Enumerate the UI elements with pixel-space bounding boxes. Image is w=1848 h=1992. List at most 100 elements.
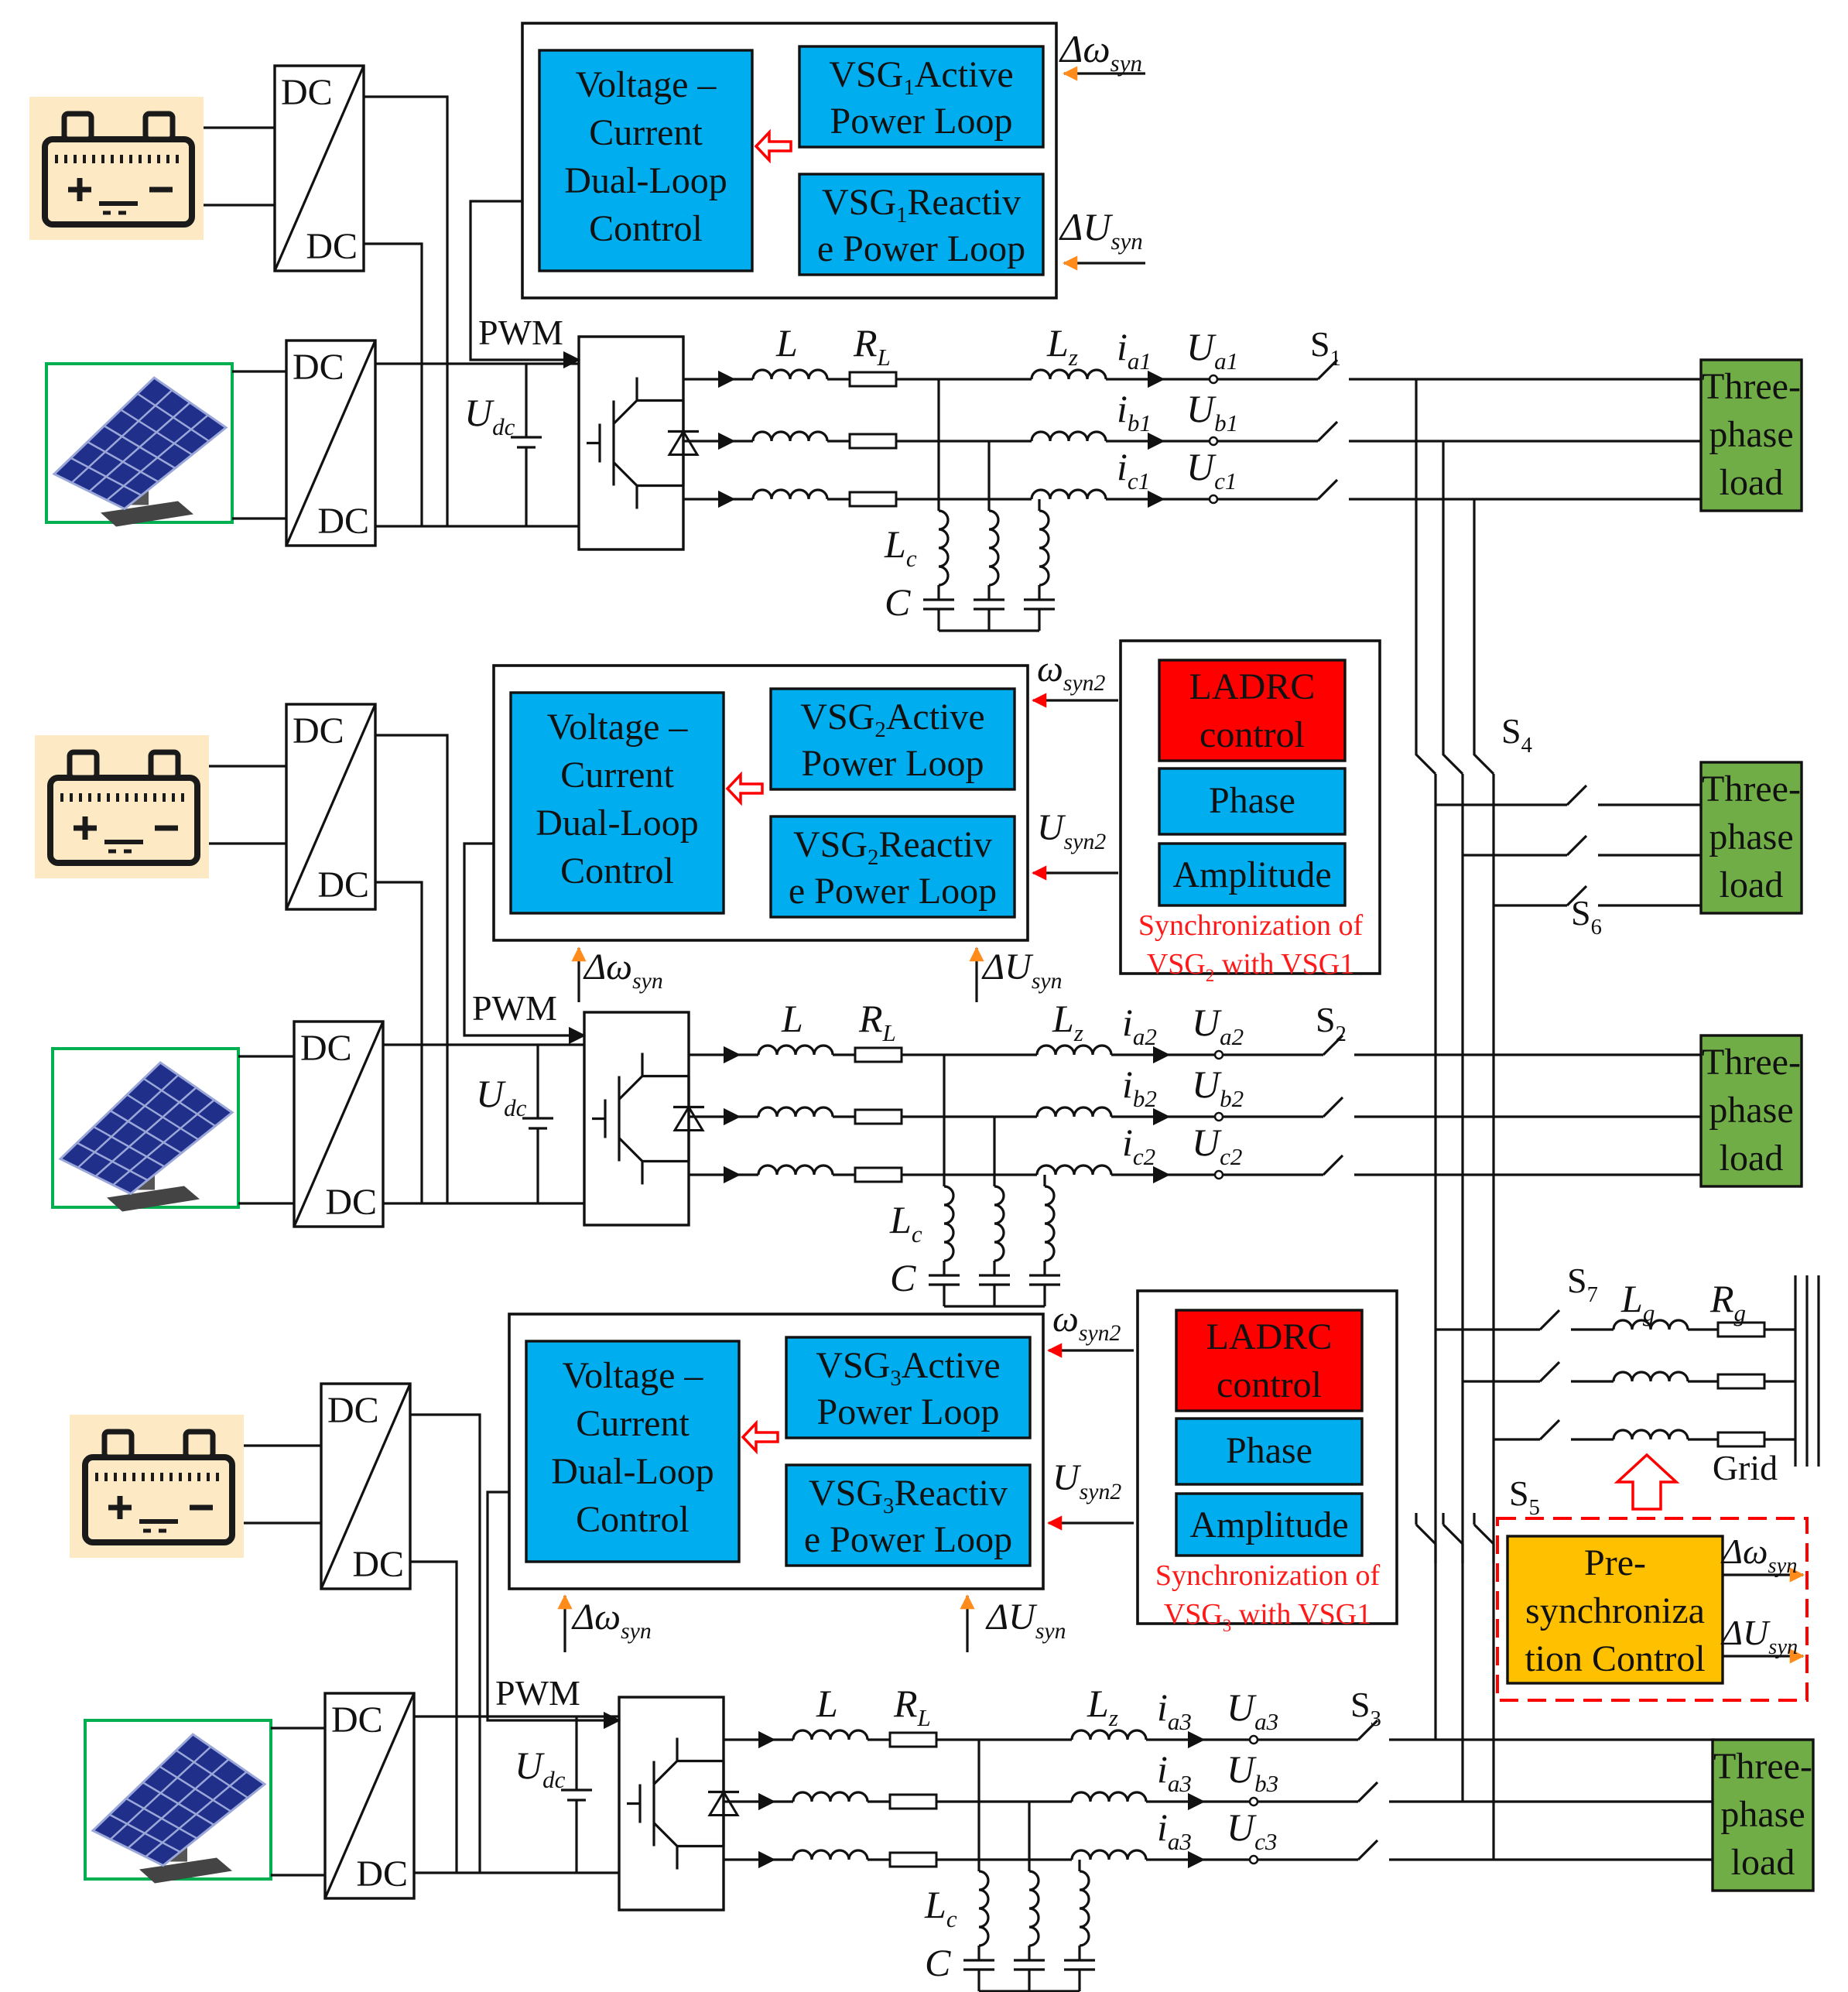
lc-filter-branch [1064,1860,1095,1991]
solar-panel-icon [51,1047,240,1212]
inductor-icon [1612,1429,1689,1440]
inductor-icon [938,509,950,587]
phase-label: Phase [1226,1430,1312,1471]
switch-icon[interactable] [1316,420,1339,443]
switch-icon[interactable] [1357,1839,1379,1861]
wire [1316,420,1339,443]
reactive-label: e Power Loop [789,871,997,912]
presync-label: synchroniza [1525,1590,1705,1631]
node-dot [1248,1796,1259,1807]
inductor-icon [1070,1791,1148,1802]
wire [1538,1309,1561,1331]
switch-icon[interactable] [1357,1719,1379,1741]
diode-icon [707,1789,740,1816]
lc-filter-branch [979,1117,1010,1306]
resistor-icon [1716,1431,1766,1448]
switch-icon[interactable] [1316,478,1339,501]
pwm-label: PWM [472,988,557,1028]
wire [293,1021,385,1227]
load-label: load [1731,1842,1795,1883]
switch-icon[interactable] [1322,1096,1344,1118]
voltage-label: Ub3 [1227,1747,1278,1797]
current-label: ia3 [1157,1805,1192,1855]
node-dot [1248,1734,1259,1745]
input-signal-label: Usyn2 [1037,807,1106,854]
inductor-icon [1612,1371,1689,1382]
inductor-label: L [781,997,803,1040]
load-label: phase [1709,1090,1793,1131]
grid-label: Grid [1713,1448,1778,1487]
vc-label: Dual-Loop [551,1451,714,1492]
ladrc-label: control [1217,1364,1322,1405]
switch-icon[interactable] [1538,1419,1561,1441]
pv-grid [127,1758,230,1849]
load-label: load [1720,864,1784,905]
inductor-icon [751,488,829,500]
load-label: phase [1709,816,1793,857]
vc-label: Voltage – [547,707,689,748]
voltage-current-loop-block [525,1340,741,1563]
pv-base [107,1186,200,1212]
switch-icon[interactable] [1566,784,1588,806]
battery-terminal [142,111,176,142]
sync-arrow-icon [1614,1453,1680,1511]
filter-capacitor-label: C [885,580,911,624]
vc-label: Dual-Loop [536,803,699,844]
resistor-icon [848,433,898,450]
switch-icon[interactable] [1538,1309,1561,1331]
active-label: Power Loop [830,101,1013,142]
sync-caption: Synchronization of [1155,1559,1381,1592]
wire [1538,1419,1561,1441]
active-power-loop-block [769,687,1016,791]
pv-base [139,1857,232,1884]
active-label: Power Loop [802,743,984,784]
inductor-icon [1612,1319,1689,1330]
inductor-icon [757,1044,834,1056]
node-dot [1248,1854,1259,1865]
lc-filter-branch [923,379,954,631]
switch-icon[interactable] [1322,1034,1344,1056]
reactive-label: VSG3Reactiv [809,1473,1008,1518]
wire [320,1383,412,1590]
wire [1357,1719,1379,1741]
pv-grid [106,414,209,501]
filter-capacitor-label: C [925,1941,951,1984]
presync-dashed-frame [1496,1517,1809,1702]
inductor-icon [792,1729,869,1740]
wire [1322,1034,1344,1056]
voltage-label: Uc1 [1186,445,1237,495]
switch-icon[interactable] [1322,1154,1344,1176]
inductor-label: Lz [1087,1682,1118,1731]
current-label: ia1 [1117,325,1152,375]
switch-icon[interactable] [1357,1781,1379,1803]
filter-inductor-label: Lc [889,1198,922,1248]
sync-caption: Synchronization of [1138,909,1364,942]
input-signal-label: ωsyn2 [1052,1299,1121,1346]
phase-label: Phase [1209,780,1295,821]
synchronization-block: LADRCcontrolPhaseAmplitudeSynchronizatio… [1136,1289,1398,1635]
vc-label: Control [560,851,674,892]
battery-body [47,775,200,866]
switch-label: S3 [1350,1685,1381,1731]
filter-inductor-label: Lc [884,522,917,572]
inductor-icon [1070,1849,1148,1860]
switch-icon[interactable] [1566,885,1588,907]
switch-icon[interactable] [1316,358,1339,381]
switch-label: S6 [1571,893,1602,940]
current-label: ia2 [1122,1001,1157,1050]
switch-label: S2 [1316,1000,1347,1046]
dc-label-bottom: DC [352,1544,404,1585]
switch-icon[interactable] [1538,1361,1561,1383]
solar-panel-icon [84,1719,272,1884]
switch-icon[interactable] [1566,834,1588,857]
phase-block [1175,1417,1364,1486]
